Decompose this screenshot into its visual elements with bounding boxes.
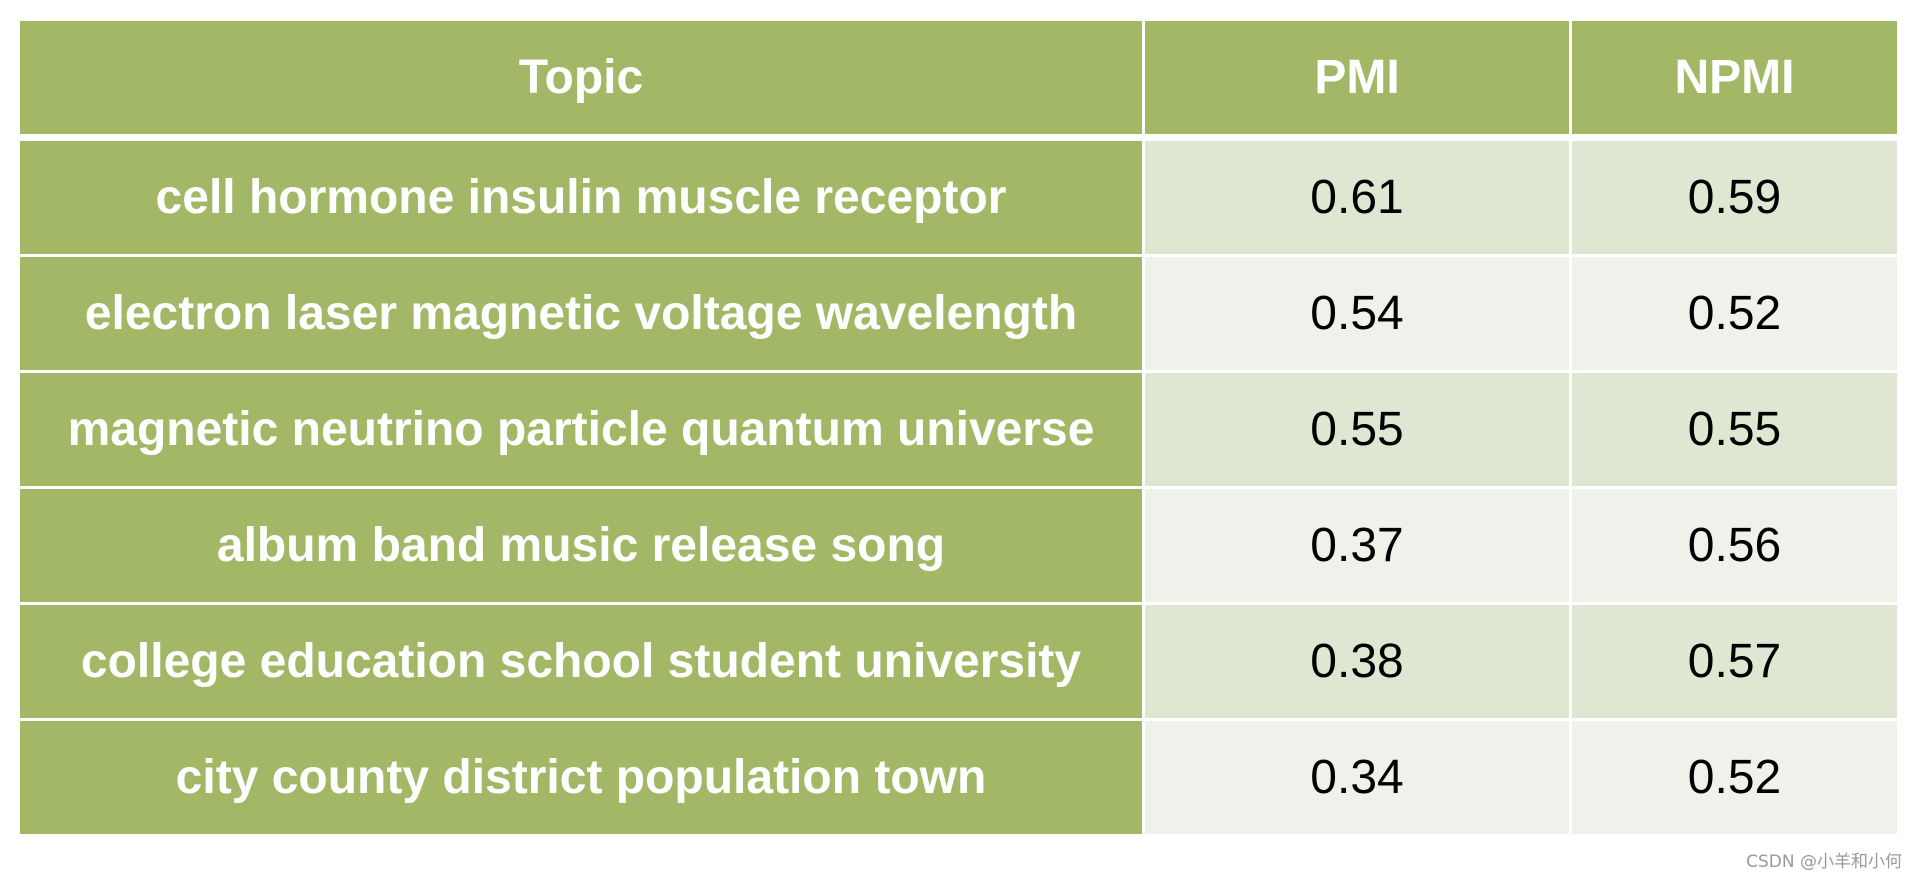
pmi-cell: 0.38 (1142, 602, 1572, 721)
pmi-cell: 0.61 (1142, 136, 1572, 257)
pmi-cell: 0.54 (1142, 254, 1572, 373)
topic-cell: magnetic neutrino particle quantum unive… (17, 370, 1145, 489)
topic-coherence-table: Topic PMI NPMI cell hormone insulin musc… (17, 18, 1900, 837)
npmi-cell: 0.52 (1569, 718, 1900, 837)
topic-cell: album band music release song (17, 486, 1145, 605)
npmi-cell: 0.52 (1569, 254, 1900, 373)
table-row: cell hormone insulin muscle receptor 0.6… (17, 136, 1900, 257)
pmi-cell: 0.55 (1142, 370, 1572, 489)
table-row: electron laser magnetic voltage waveleng… (17, 254, 1900, 373)
topic-cell: cell hormone insulin muscle receptor (17, 136, 1145, 257)
npmi-cell: 0.57 (1569, 602, 1900, 721)
header-pmi: PMI (1142, 18, 1572, 141)
csdn-watermark: CSDN @小羊和小何 (1746, 852, 1902, 872)
table-row: album band music release song 0.37 0.56 (17, 486, 1900, 605)
topic-cell: city county district population town (17, 718, 1145, 837)
topic-coherence-table-container: Topic PMI NPMI cell hormone insulin musc… (17, 18, 1900, 837)
table-row: college education school student univers… (17, 602, 1900, 721)
topic-cell: electron laser magnetic voltage waveleng… (17, 254, 1145, 373)
pmi-cell: 0.34 (1142, 718, 1572, 837)
header-npmi: NPMI (1569, 18, 1900, 141)
npmi-cell: 0.55 (1569, 370, 1900, 489)
header-topic: Topic (17, 18, 1145, 141)
pmi-cell: 0.37 (1142, 486, 1572, 605)
table-row: city county district population town 0.3… (17, 718, 1900, 837)
table-header-row: Topic PMI NPMI (17, 18, 1900, 141)
npmi-cell: 0.56 (1569, 486, 1900, 605)
topic-cell: college education school student univers… (17, 602, 1145, 721)
npmi-cell: 0.59 (1569, 136, 1900, 257)
table-row: magnetic neutrino particle quantum unive… (17, 370, 1900, 489)
